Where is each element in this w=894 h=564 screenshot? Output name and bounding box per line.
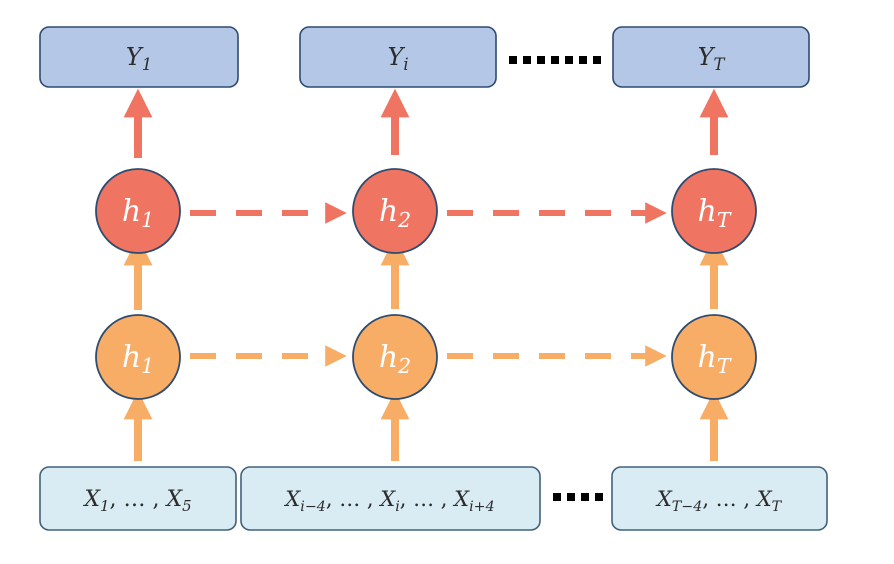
output-ellipsis (509, 56, 601, 64)
top-hidden-label-t: hT (698, 194, 732, 232)
output-box-1 (39, 26, 239, 88)
input-box-1 (39, 466, 237, 531)
ellipsis-dot (565, 56, 573, 64)
input-row: X1, … , X5 Xi−4, … , Xi, … , Xi+4 XT−4, … (39, 466, 828, 531)
ellipsis-dot (551, 56, 559, 64)
input-ellipsis (553, 493, 603, 501)
input-label-t: XT−4, … , XT (655, 487, 783, 515)
input-arrows (123, 390, 729, 461)
bottom-hidden-node-2 (352, 314, 438, 400)
ellipsis-dot (537, 56, 545, 64)
input-label-i: Xi−4, … , Xi, … , Xi+4 (283, 487, 494, 515)
output-row: Y1 Yi YT (39, 26, 810, 88)
output-arrows (123, 88, 729, 158)
top-hidden-layer: h1 h2 hT (95, 168, 757, 254)
output-label-1: Y1 (126, 43, 152, 74)
bottom-hidden-layer: h1 h2 hT (95, 314, 757, 400)
ellipsis-dot (593, 56, 601, 64)
output-box-i (299, 26, 497, 88)
bottom-hidden-node-t (671, 314, 757, 400)
input-box-i (240, 466, 541, 531)
bottom-hidden-label-t: hT (698, 340, 732, 378)
ellipsis-dot (579, 56, 587, 64)
top-hidden-label-1: h1 (122, 194, 154, 232)
top-hidden-node-t (671, 168, 757, 254)
output-label-i: Yi (387, 43, 408, 74)
output-label-t: YT (698, 43, 726, 74)
bottom-hidden-label-1: h1 (122, 340, 154, 378)
top-hidden-node-1 (95, 168, 181, 254)
top-hidden-node-2 (352, 168, 438, 254)
ellipsis-dot (581, 493, 589, 501)
bottom-hidden-node-1 (95, 314, 181, 400)
top-hidden-label-2: h2 (379, 194, 411, 232)
bottom-hidden-label-2: h2 (379, 340, 411, 378)
output-box-t (612, 26, 810, 88)
hidden-layer-arrows (123, 236, 729, 310)
input-box-t (611, 466, 828, 531)
ellipsis-dot (595, 493, 603, 501)
ellipsis-dot (567, 493, 575, 501)
ellipsis-dot (523, 56, 531, 64)
ellipsis-dot (509, 56, 517, 64)
ellipsis-dot (553, 493, 561, 501)
input-label-1: X1, … , X5 (82, 487, 191, 515)
